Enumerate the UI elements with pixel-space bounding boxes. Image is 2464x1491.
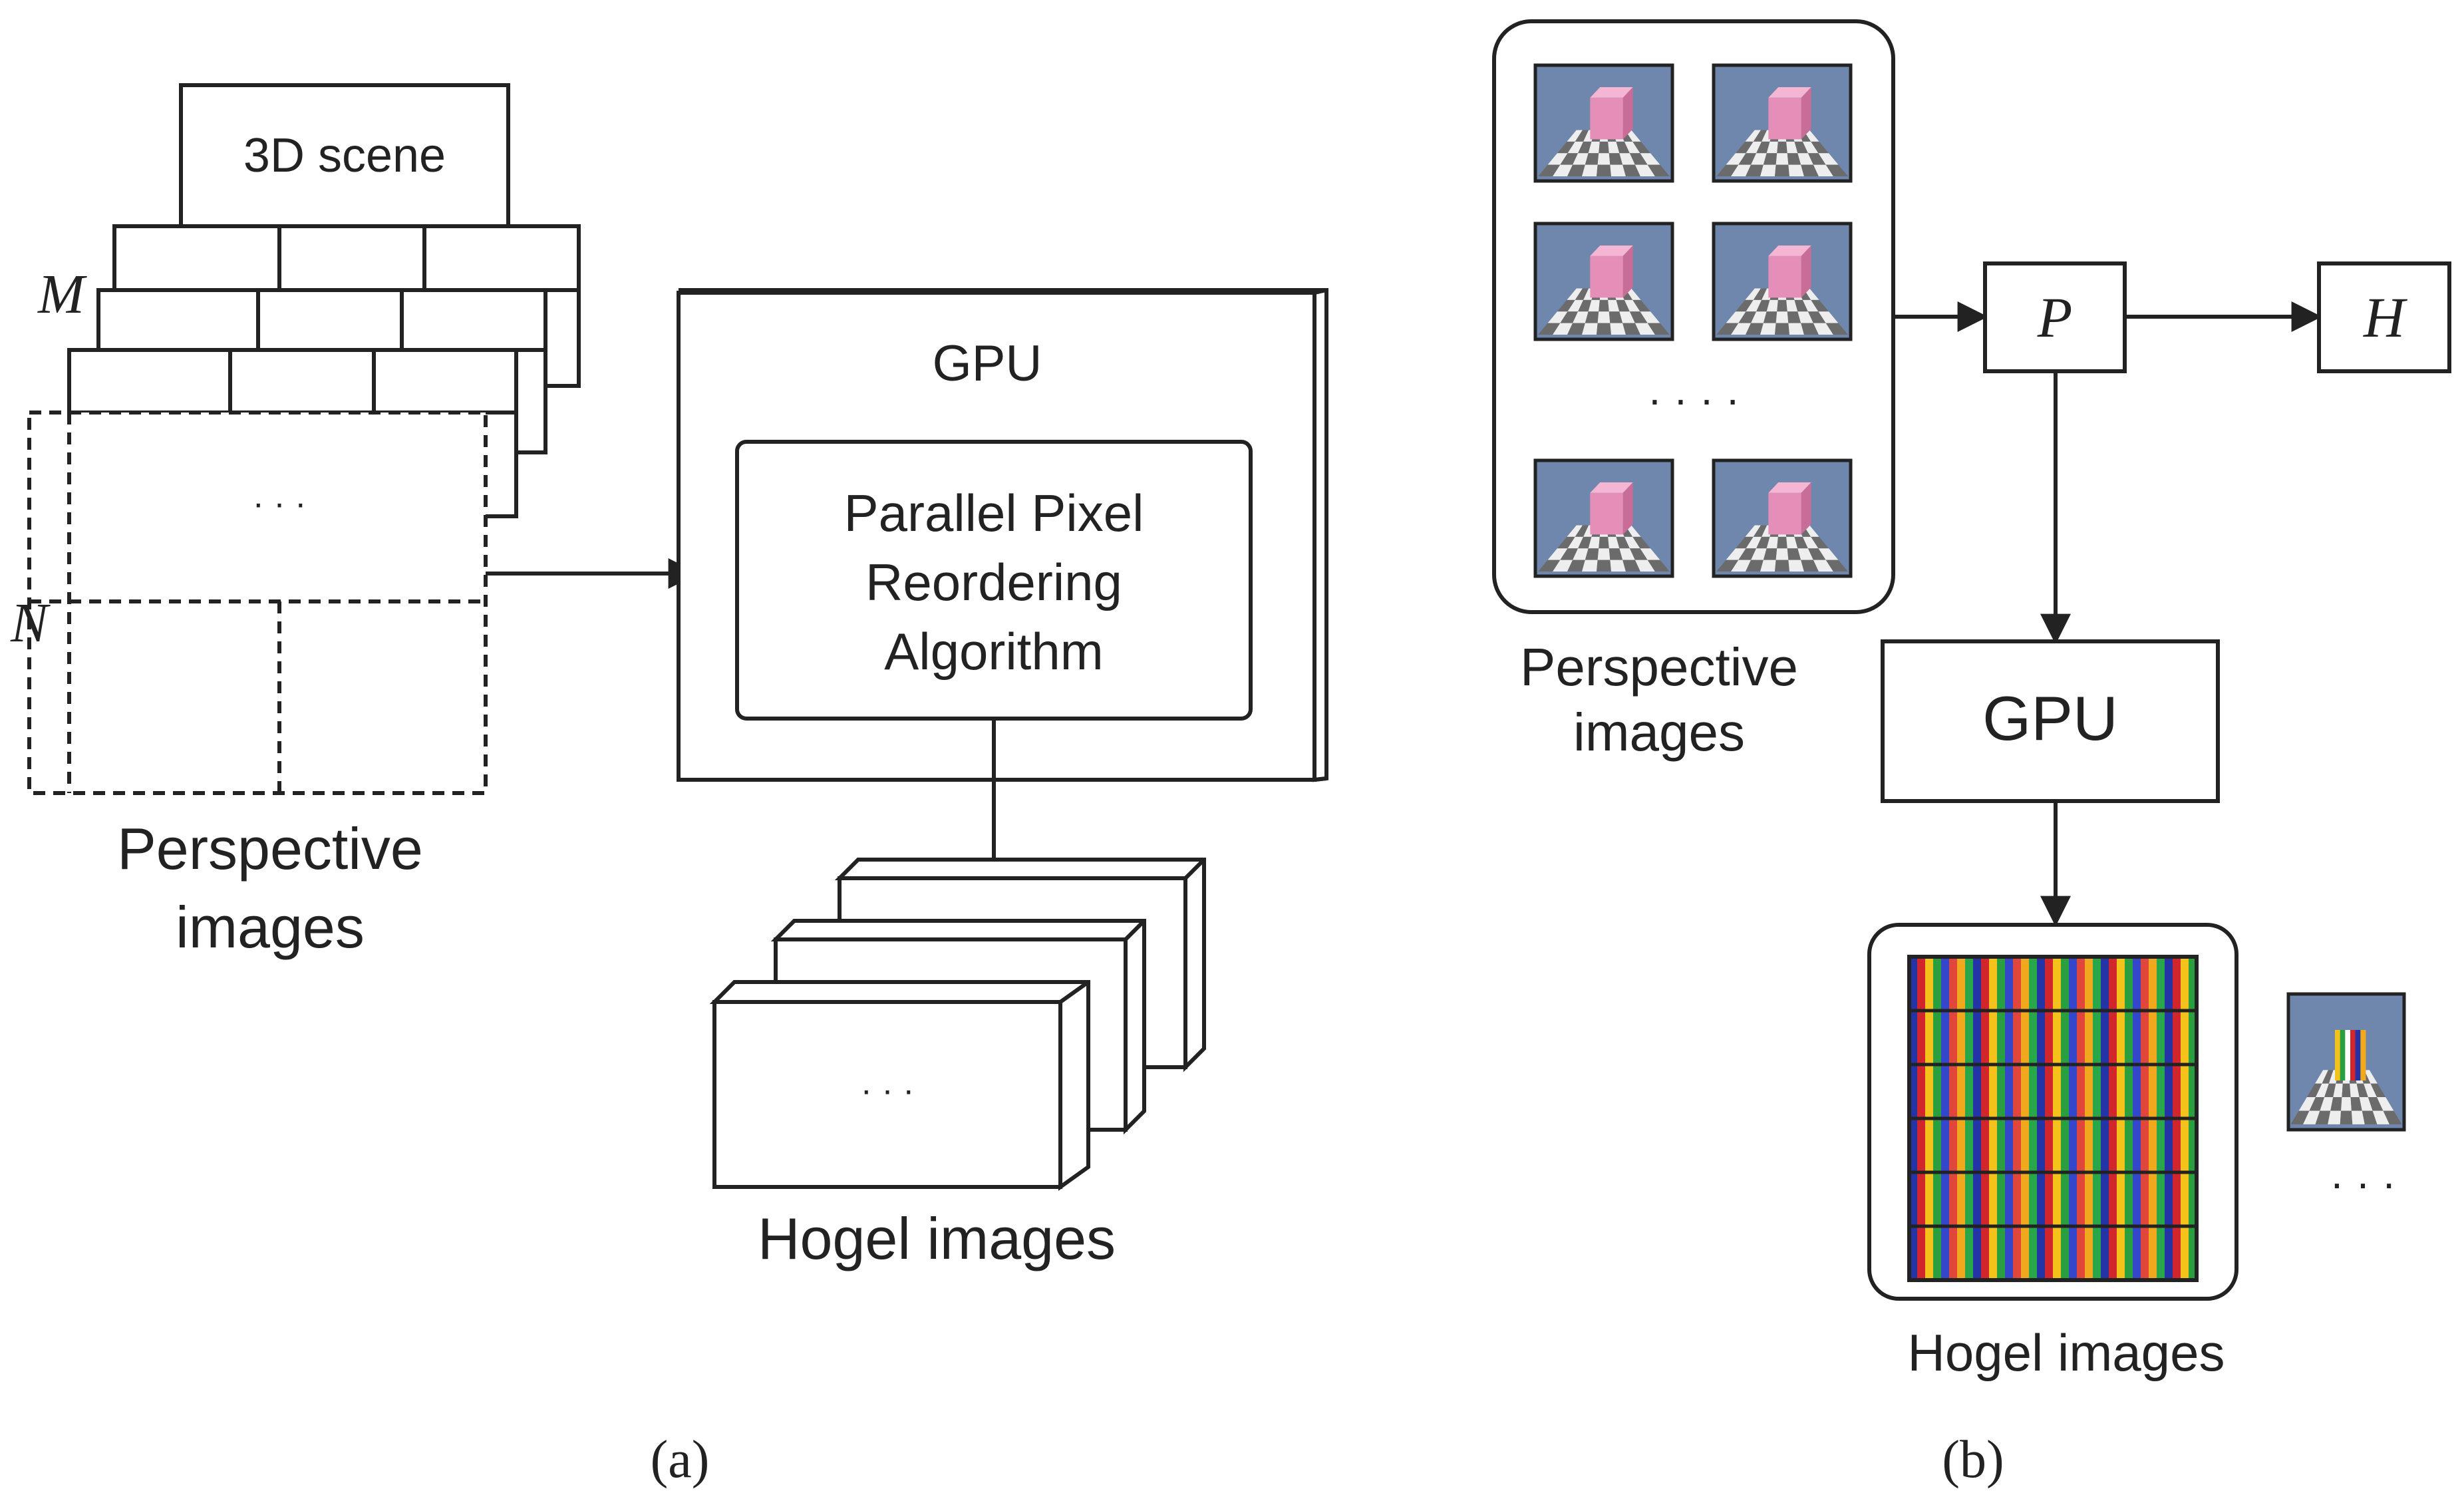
n-label: N <box>10 592 51 654</box>
perspective-thumbnails <box>1533 63 1853 578</box>
gpu-label-b: GPU <box>1982 683 2118 753</box>
perspective-label-a-line1: Perspective <box>117 816 423 882</box>
perspective-label-a-line2: images <box>176 894 365 960</box>
perspective-thumbnail-6 <box>1712 458 1853 578</box>
grid-ellipsis: · · · <box>253 484 307 523</box>
result-thumbnail <box>2286 992 2406 1132</box>
panel-a <box>27 83 1328 1191</box>
perspective-stack <box>27 224 581 795</box>
caption-a: (a) <box>651 1430 710 1489</box>
scene-box <box>179 83 510 230</box>
hogel-stack <box>709 858 1206 1191</box>
dashed-grid <box>27 411 488 795</box>
algorithm-line1: Parallel Pixel <box>844 484 1144 542</box>
reconstructed-view-thumbnail <box>2286 992 2406 1132</box>
perspective-label-b-line2: images <box>1573 703 1745 762</box>
caption-b: (b) <box>1942 1430 2004 1489</box>
perspective-thumbnail-2 <box>1712 63 1853 183</box>
hogel-label-a: Hogel images <box>758 1206 1116 1271</box>
perspective-thumbnail-3 <box>1533 222 1674 341</box>
h-label: H <box>2363 285 2407 349</box>
hogel-stripe-image <box>1907 955 2199 1282</box>
algorithm-line2: Reordering <box>865 553 1122 611</box>
m-label: M <box>37 263 87 325</box>
perspective-thumbnail-1 <box>1533 63 1674 183</box>
perspective-thumbnail-5 <box>1533 458 1674 578</box>
images-ellipsis: · · · · <box>1648 375 1740 423</box>
hogel-label-b: Hogel images <box>1908 1323 2225 1382</box>
perspective-label-b-line1: Perspective <box>1520 637 1798 697</box>
panel-a-text: 3D scene M N · · · Perspective images GP… <box>10 129 1144 1489</box>
hogel-box-front <box>709 980 1090 1191</box>
perspective-thumbnail-4 <box>1712 222 1853 341</box>
h-box <box>2317 261 2451 373</box>
algorithm-line3: Algorithm <box>884 622 1103 681</box>
scene-label: 3D scene <box>243 129 446 182</box>
p-label: P <box>2037 285 2073 349</box>
hogel-ellipsis-a: · · · <box>861 1071 915 1110</box>
result-ellipsis: · · · <box>2330 1159 2396 1207</box>
gpu-box-b <box>1881 639 2220 803</box>
panel-b-text: · · · · Perspective images P H GPU Hogel… <box>1520 285 2407 1489</box>
gpu-label-a: GPU <box>933 335 1042 392</box>
